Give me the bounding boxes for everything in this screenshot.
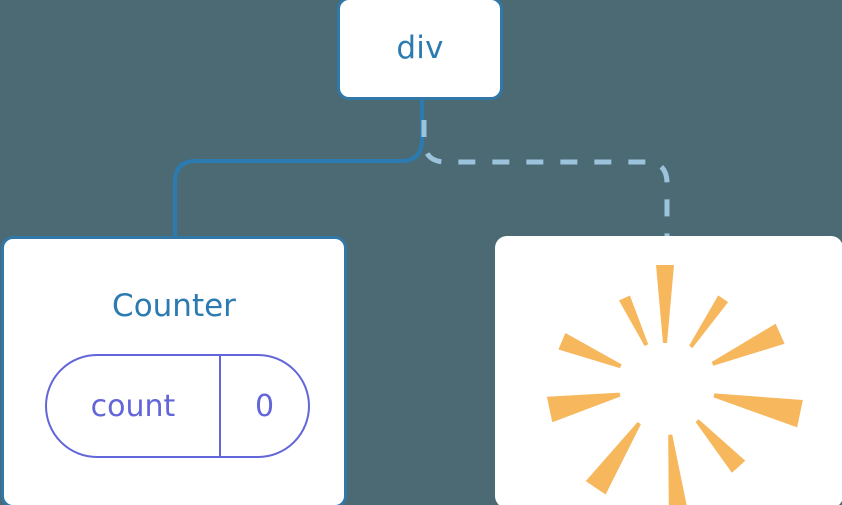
burst-ray-8	[558, 333, 622, 369]
burst-ray-4	[695, 419, 746, 473]
sparkle-burst-icon	[546, 265, 803, 505]
burst-ray-2	[711, 323, 785, 366]
burst-ray-9	[619, 295, 649, 346]
node-div[interactable]: div	[337, 0, 503, 100]
prop-key: count	[47, 356, 221, 456]
burst-ray-3	[713, 393, 803, 428]
burst-ray-7	[546, 392, 621, 423]
burst-ray-6	[585, 422, 641, 495]
node-counter-label: Counter	[112, 288, 236, 324]
node-div-label: div	[396, 30, 444, 66]
node-highlighted[interactable]	[495, 236, 842, 505]
burst-ray-0	[656, 265, 674, 343]
burst-ray-5	[668, 434, 687, 505]
edge-div-to-highlighted	[421, 120, 670, 239]
burst-ray-1	[689, 295, 729, 348]
edge-div-to-counter	[173, 100, 424, 239]
prop-value: 0	[254, 388, 275, 424]
prop-pill-count[interactable]: count 0	[45, 354, 310, 458]
node-counter[interactable]: Counter count 0	[1, 236, 347, 505]
